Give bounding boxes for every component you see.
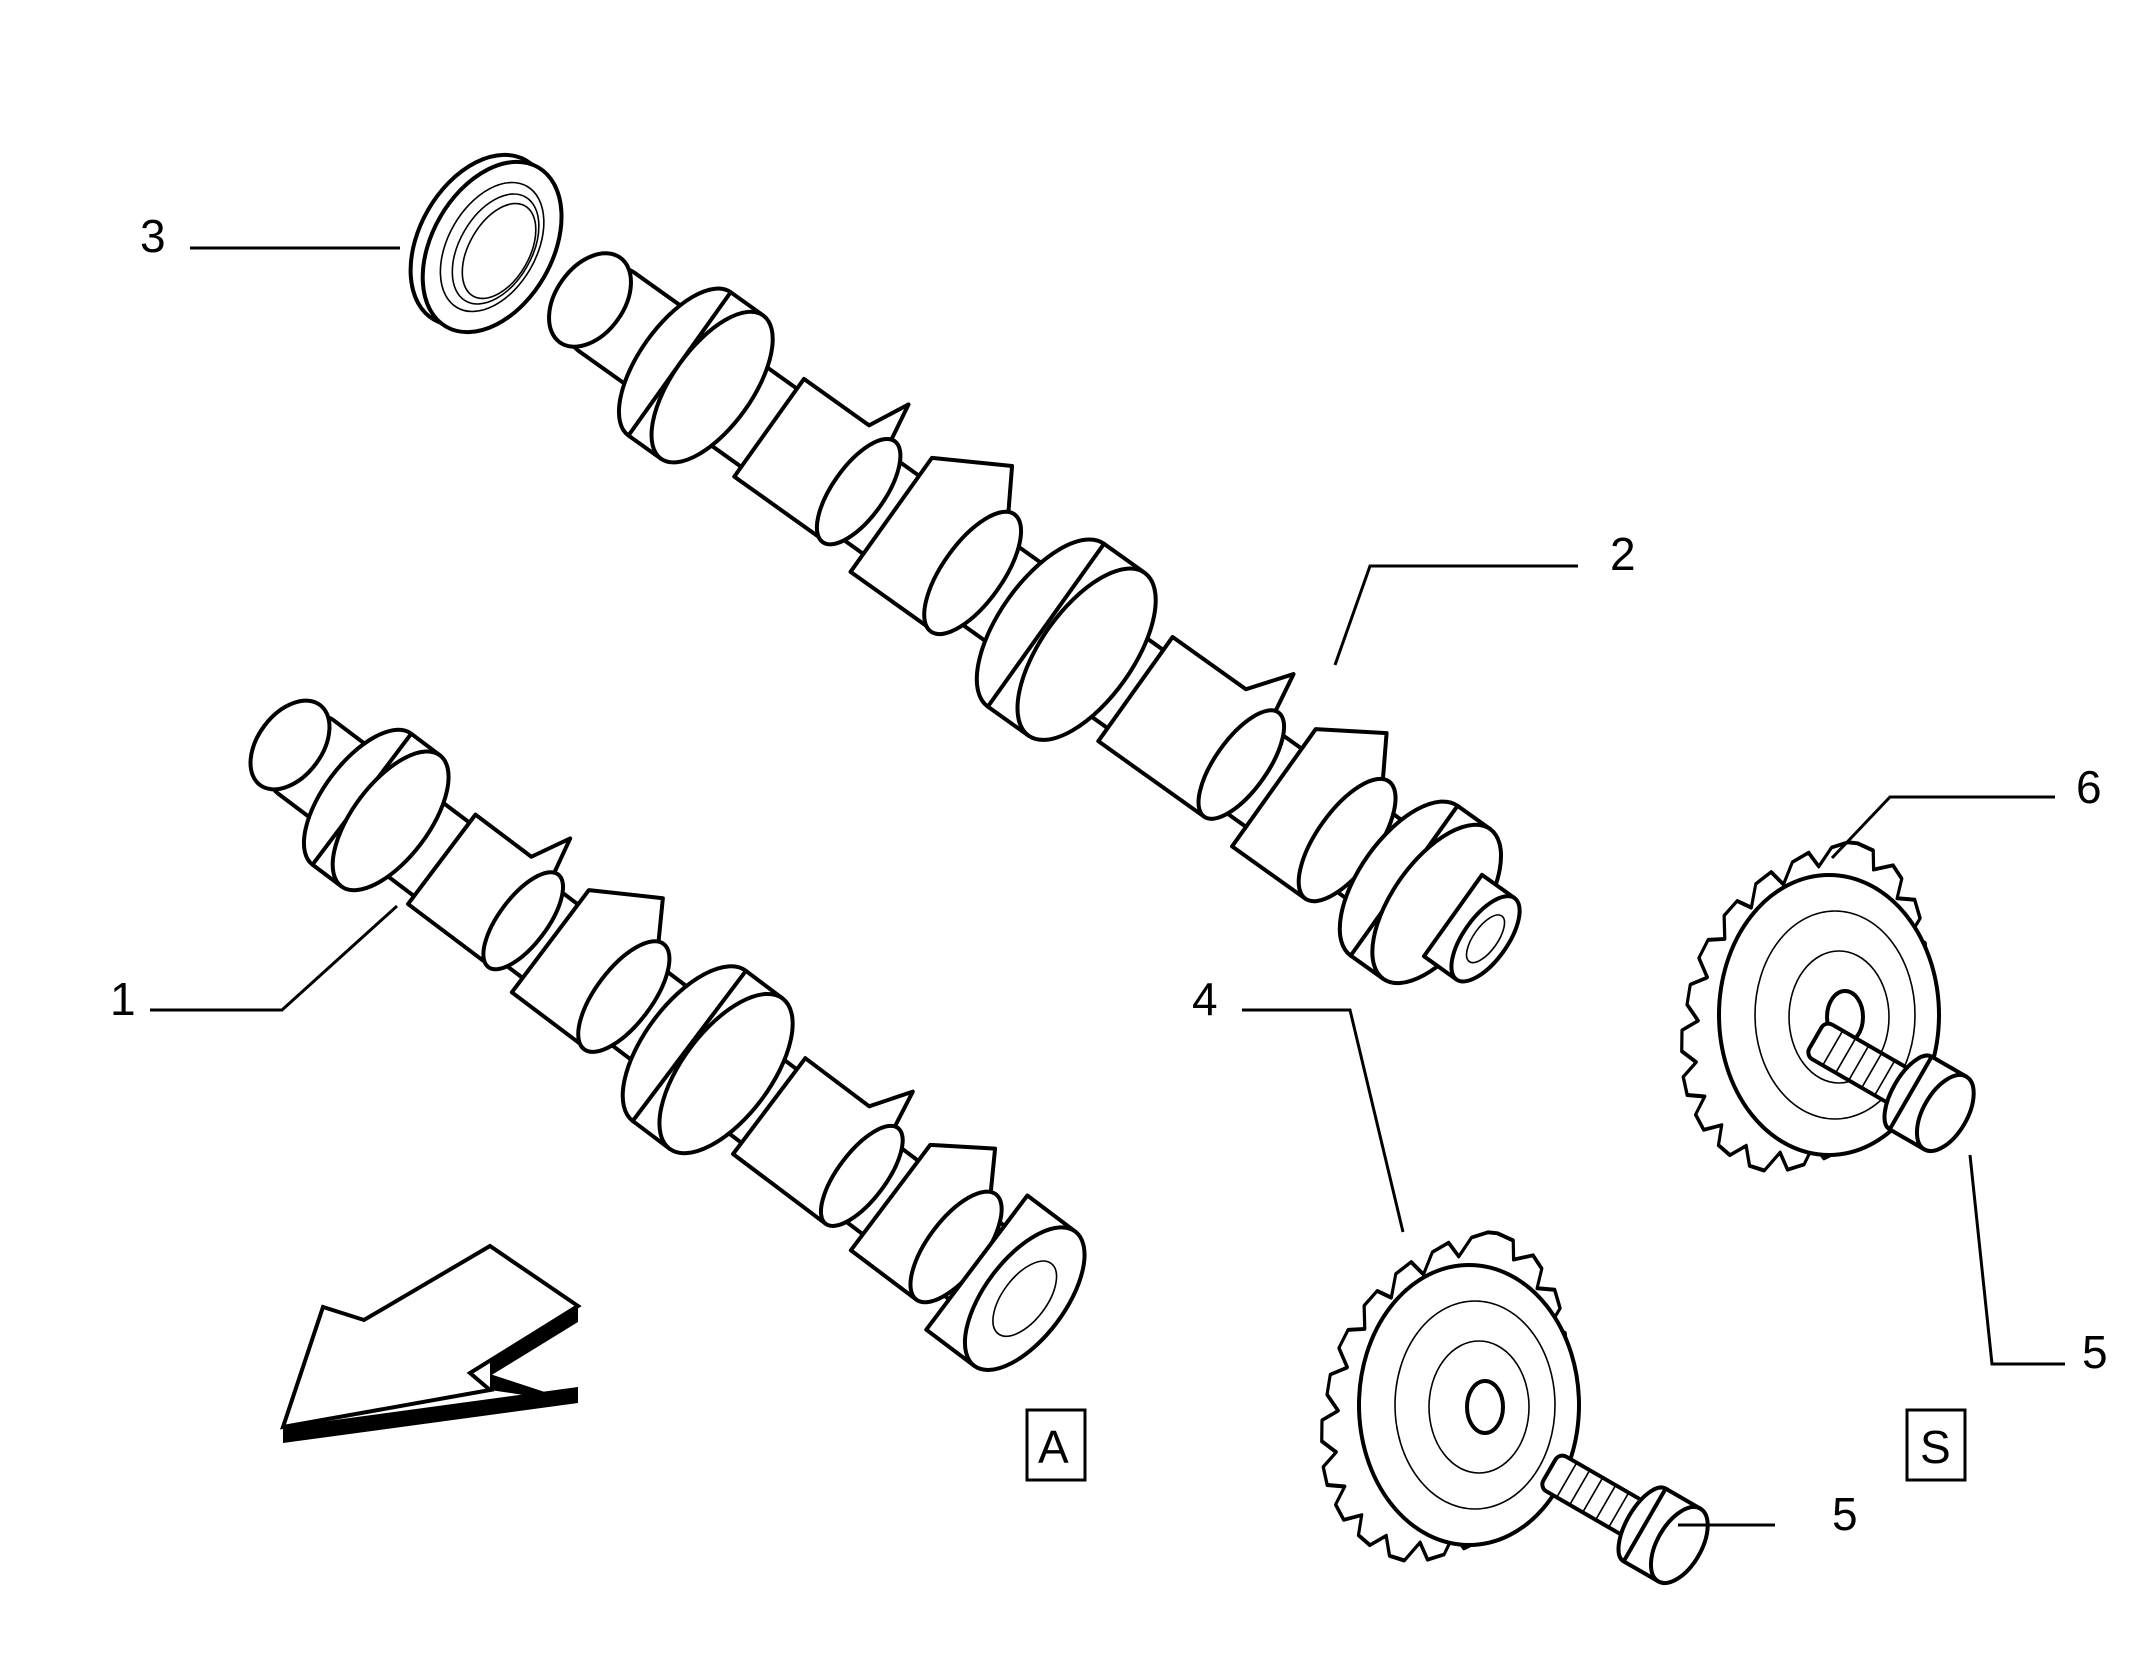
- callout-6: 6: [2076, 761, 2102, 813]
- callout-4: 4: [1192, 973, 1218, 1025]
- box-s: S: [1905, 1408, 1967, 1482]
- direction-arrow: [280, 1243, 582, 1443]
- camshaft-lower: [248, 698, 1087, 1372]
- box-a-label: A: [1038, 1421, 1069, 1473]
- bolt-upper: [1806, 1021, 1976, 1153]
- callout-5-lower: 5: [1832, 1488, 1858, 1540]
- callout-3: 3: [140, 210, 166, 262]
- oil-seal: [408, 152, 564, 335]
- leader-lines: [150, 246, 2065, 1527]
- box-a: A: [1025, 1408, 1087, 1482]
- bolt-lower: [1540, 1453, 1710, 1585]
- callout-5-upper: 5: [2082, 1326, 2108, 1378]
- callout-1: 1: [110, 973, 136, 1025]
- callout-2: 2: [1610, 528, 1636, 580]
- box-s-label: S: [1920, 1421, 1951, 1473]
- camshaft-upper: [547, 251, 1522, 986]
- timing-gear-lower: [1320, 1230, 1581, 1563]
